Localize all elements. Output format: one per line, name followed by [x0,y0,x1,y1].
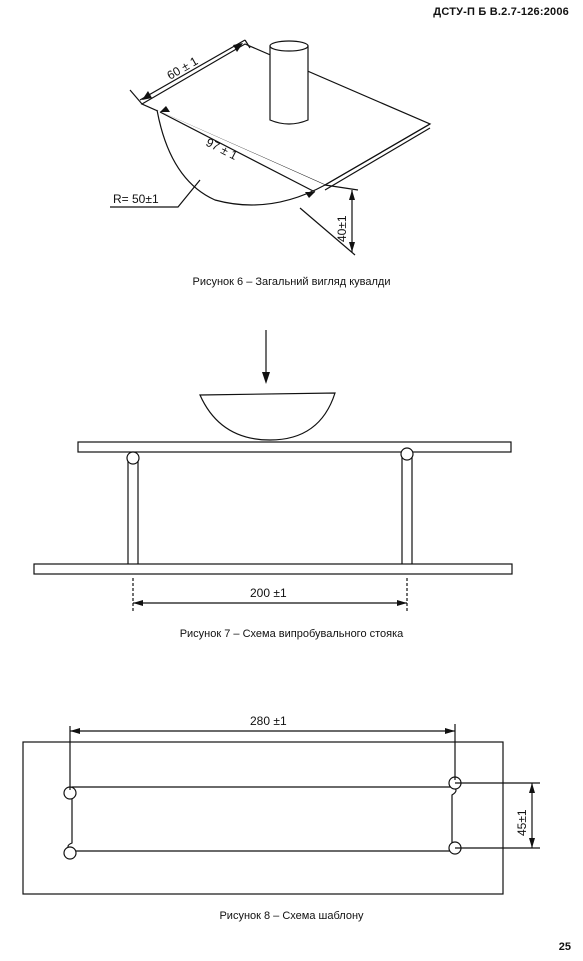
lower-board [33,563,513,575]
figure-8-dim-length: 280 ±1 [250,714,287,728]
figure-7-caption: Рисунок 7 – Схема випробувального стояка [179,628,404,640]
figure-6-dim-height: 40±1 [335,215,349,242]
figure-7-dim-span: 200 ±1 [250,586,287,600]
page-number: 25 [558,941,571,953]
hammer-handle [269,46,309,125]
test-bowl [199,392,336,441]
template-plate [22,741,504,895]
figure-6-caption: Рисунок 6 – Загальний вигляд кувалди [192,276,391,288]
figure-8-dim-width: 45±1 [515,809,529,836]
document-code: ДСТУ-П Б В.2.7-126:2006 [433,6,569,18]
upper-board [77,441,512,453]
figure-8-caption: Рисунок 8 – Схема шаблону [219,910,364,922]
figure-6-dim-radius: R= 50±1 [113,192,159,206]
